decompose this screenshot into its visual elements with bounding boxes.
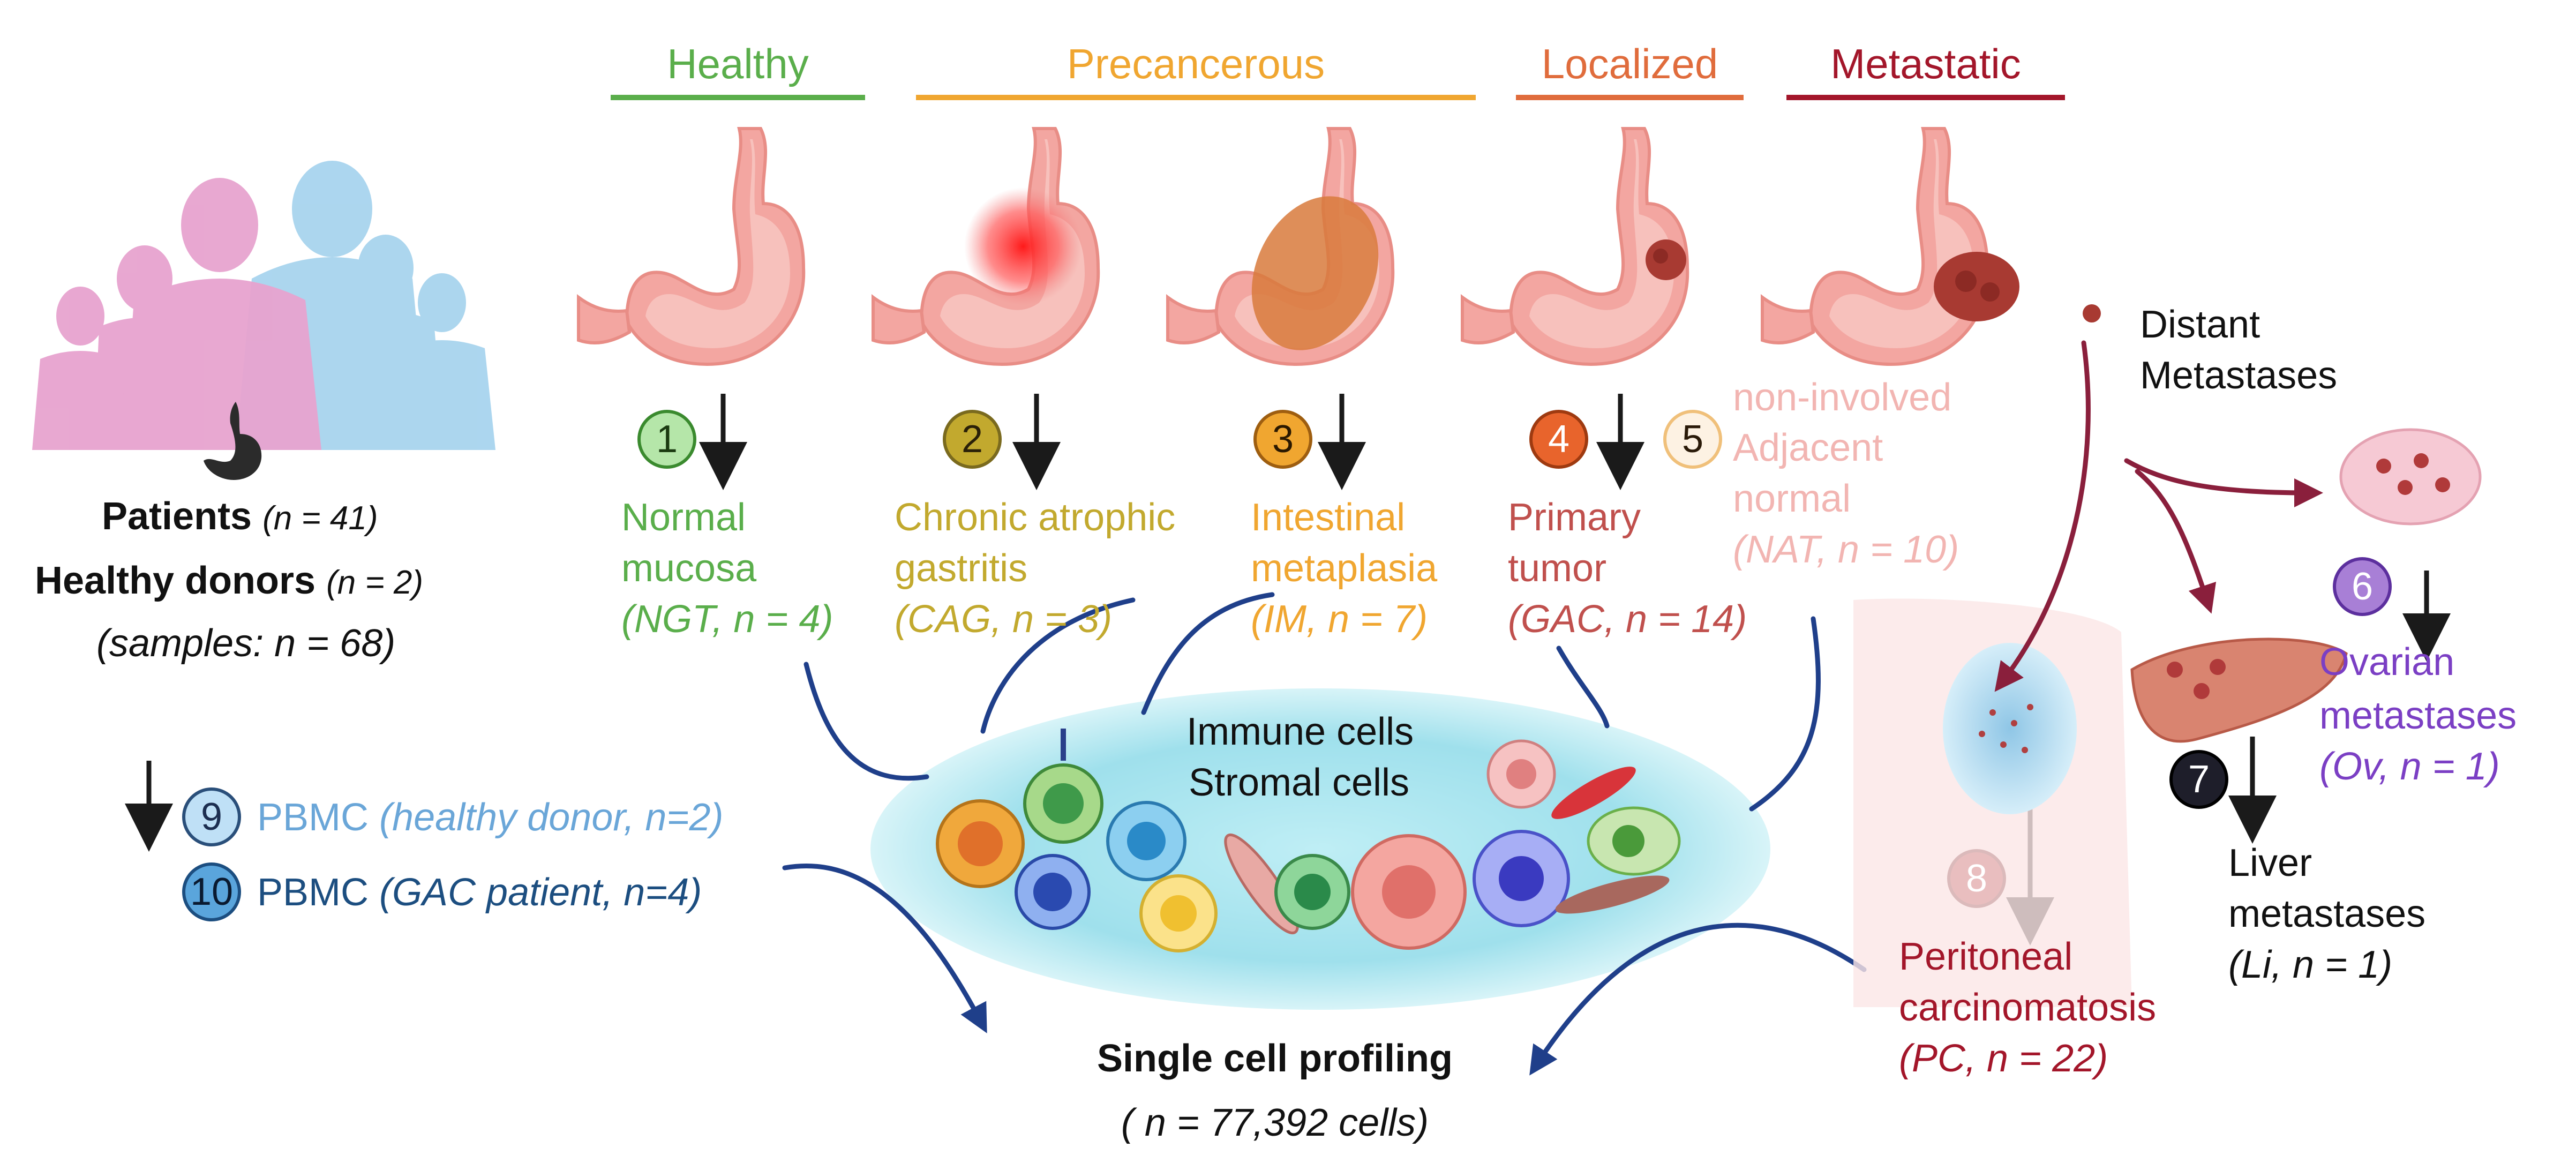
cells-line1: Immune cells [1186,710,1414,753]
s8-line2: carcinomatosis [1899,986,2157,1029]
stomach-cag [873,129,1098,364]
s3-line1: Intestinal [1251,496,1406,539]
mini-stomach-icon [204,402,262,480]
patients-count: (n = 41) [262,500,378,537]
s3-line2: metaplasia [1251,547,1438,590]
cell-ellipse [870,688,1770,1010]
number-8: 8 [1965,857,1988,900]
cohort-donors: Healthy donors (n = 2) [35,561,423,600]
number-4: 4 [1548,418,1570,461]
patients-label: Patients [102,495,252,538]
s2-line3: (CAG, n = 3) [895,598,1113,641]
s7-line3: (Li, n = 1) [2228,943,2393,986]
s6-line2: metastases [2319,694,2517,737]
stage-healthy: Healthy [667,40,809,87]
number-5: 5 [1681,418,1704,461]
cohort-patients: Patients (n = 41) [102,497,378,536]
cells-line2: Stromal cells [1188,761,1410,804]
peritoneum-illustration [1853,598,2132,1007]
s3-line3: (IM, n = 7) [1251,598,1428,641]
s10-text: PBMC (GAC patient, n=4) [257,873,702,912]
s8-line3: (PC, n = 22) [1899,1037,2108,1080]
stage-localized: Localized [1541,40,1718,87]
metastatic-spread-arrows [1994,340,2323,692]
distant-line1: Distant [2140,303,2260,346]
s9-label: PBMC [257,796,369,839]
people-illustration [32,161,495,480]
s5-line3: normal [1733,477,1851,520]
number-7: 7 [2188,758,2210,801]
s10-label: PBMC [257,871,369,914]
cohort-samples: (samples: n = 68) [96,622,396,665]
stomach-healthy [579,129,803,364]
s2-line2: gastritis [895,547,1028,590]
s10-detail: (GAC patient, n=4) [379,871,702,914]
number-9: 9 [200,796,223,838]
s8-line1: Peritoneal [1899,935,2073,978]
liver-illustration [2130,637,2348,743]
s1-line3: (NGT, n = 4) [621,598,833,641]
profiling-title: Single cell profiling [1097,1037,1453,1080]
donors-count: (n = 2) [326,564,424,601]
s7-line2: metastases [2228,892,2426,935]
connector-curves [782,592,1867,1076]
s6-line1: Ovarian [2319,641,2455,684]
number-2: 2 [961,418,983,461]
profiling-count: ( n = 77,392 cells) [1121,1101,1429,1144]
stage-metastatic: Metastatic [1830,40,2021,87]
s6-line3: (Ov, n = 1) [2319,745,2500,788]
s5-line4: (NAT, n = 10) [1733,528,1959,571]
s1-line1: Normal [621,496,746,539]
donors-label: Healthy donors [35,559,316,602]
stomach-im [1168,129,1402,371]
number-6: 6 [2351,565,2374,608]
s7-line1: Liver [2228,842,2312,884]
s9-detail: (healthy donor, n=2) [379,796,724,839]
metastatic-cell-icon [2083,304,2101,322]
stomach-metastatic [1762,129,2019,364]
s1-line2: mucosa [621,547,757,590]
ovary-illustration [2339,428,2482,526]
s4-line2: tumor [1508,547,1607,590]
s4-line1: Primary [1508,496,1641,539]
s2-line1: Chronic atrophic [895,496,1176,539]
stage-precancerous: Precancerous [1067,40,1325,87]
distant-line2: Metastases [2140,354,2338,397]
s5-line2: Adjacent [1733,426,1883,469]
number-3: 3 [1272,418,1294,461]
s9-text: PBMC (healthy donor, n=2) [257,798,724,837]
s4-line3: (GAC, n = 14) [1508,598,1747,641]
s5-line1: non-involved [1733,376,1952,419]
number-10: 10 [190,871,234,913]
number-1: 1 [656,418,678,461]
stomach-primary-tumor [1462,129,1687,364]
